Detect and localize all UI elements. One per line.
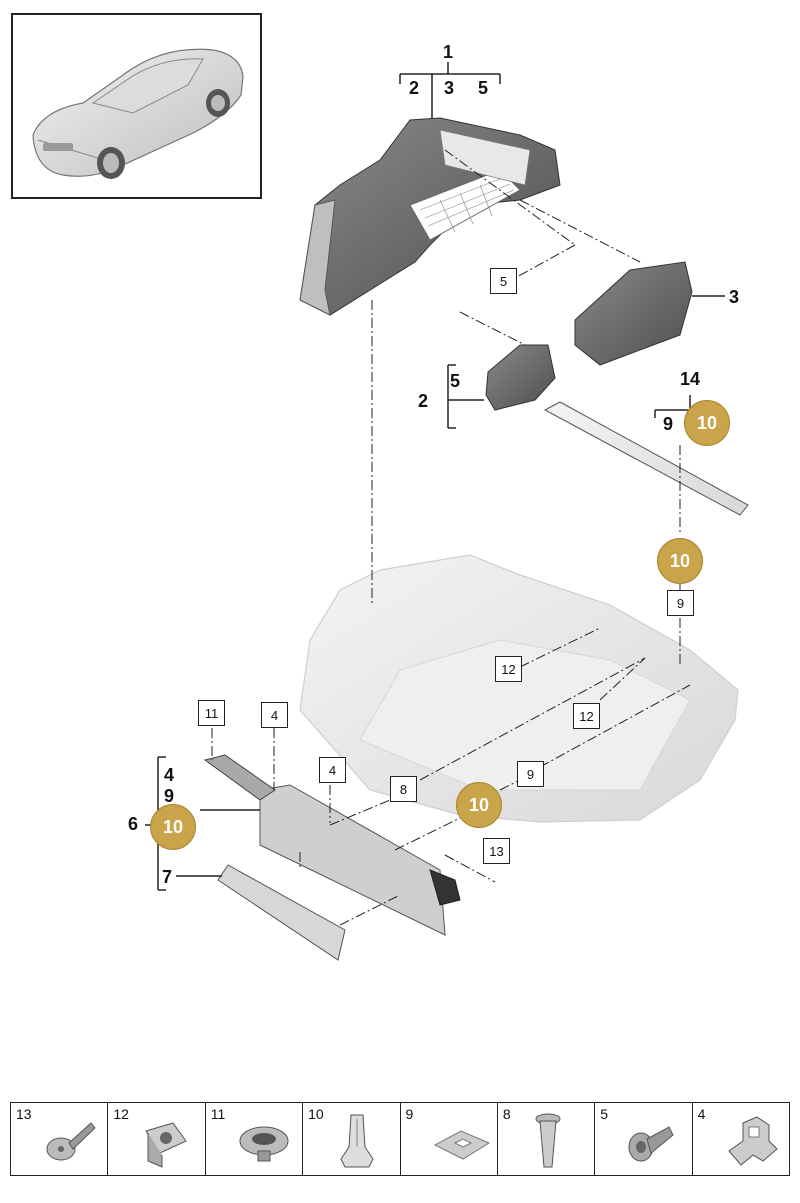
legend-cell-5: 5 [595,1103,693,1175]
legend-cell-4: 4 [693,1103,789,1175]
label-assembly-1: 1 [443,42,454,62]
label-part-9-left: 9 [164,786,175,806]
legend-number: 8 [502,1106,511,1122]
box-label-4-a: 4 [261,702,288,728]
box-label-11: 11 [198,700,225,726]
box-label-5: 5 [490,268,517,294]
legend-cell-13: 13 [11,1103,109,1175]
legend-number: 13 [16,1106,32,1122]
grommet-icon [239,1126,289,1162]
cover-5 [485,344,556,411]
rear-bracket-assembly [203,754,461,961]
bracket-clip-icon [727,1116,778,1166]
legend-number: 11 [210,1106,226,1122]
legend-number: 4 [697,1106,706,1122]
rail-strip [543,401,749,516]
pad-icon [433,1130,490,1160]
box-label-12-a: 12 [495,656,522,682]
legend-cell-9: 9 [401,1103,498,1175]
vehicle-thumbnail [11,13,262,199]
exploded-view [145,62,749,961]
side-trim-panel [299,117,561,316]
badge-part-10-d: 10 [150,804,196,850]
legend-cell-11: 11 [206,1103,304,1175]
legend-number: 5 [600,1106,609,1122]
badge-part-10-a: 10 [684,400,730,446]
box-label-12-b: 12 [573,703,600,729]
box-label-8: 8 [390,776,417,802]
label-part-9-right: 9 [663,414,674,434]
box-label-9-low: 9 [517,761,544,787]
legend-number: 12 [113,1106,129,1122]
box-label-4-b: 4 [319,757,346,783]
label-assembly-5-top: 5 [478,78,489,98]
leader-lines [211,149,691,926]
label-assembly-3-top: 3 [444,78,455,98]
label-part-4-left: 4 [164,765,175,785]
legend-number: 9 [405,1106,414,1122]
legend-number: 10 [308,1106,324,1122]
box-label-9-right: 9 [667,590,694,616]
label-assembly-2-top: 2 [409,78,420,98]
label-part-14: 14 [680,369,701,389]
parts-legend: 13 12 11 10 9 [10,1102,790,1176]
label-part-6: 6 [128,814,139,834]
label-part-5-mid: 5 [450,371,461,391]
clip-nut-icon [145,1122,188,1168]
storage-compartment-3 [574,261,693,366]
box-label-13: 13 [483,838,510,864]
bolt-icon [628,1126,674,1162]
legend-cell-10: 10 [303,1103,401,1175]
label-part-3: 3 [729,287,740,307]
badge-part-10-c: 10 [456,782,502,828]
label-part-2-mid: 2 [418,391,429,411]
screw-icon [46,1122,96,1161]
badge-part-10-b: 10 [657,538,703,584]
legend-cell-12: 12 [108,1103,206,1175]
label-part-7: 7 [162,867,173,887]
car-icon [32,48,244,179]
legend-cell-8: 8 [498,1103,596,1175]
spring-clip-icon [340,1114,374,1168]
top-bracket [399,62,501,120]
rivet-icon [535,1113,561,1168]
